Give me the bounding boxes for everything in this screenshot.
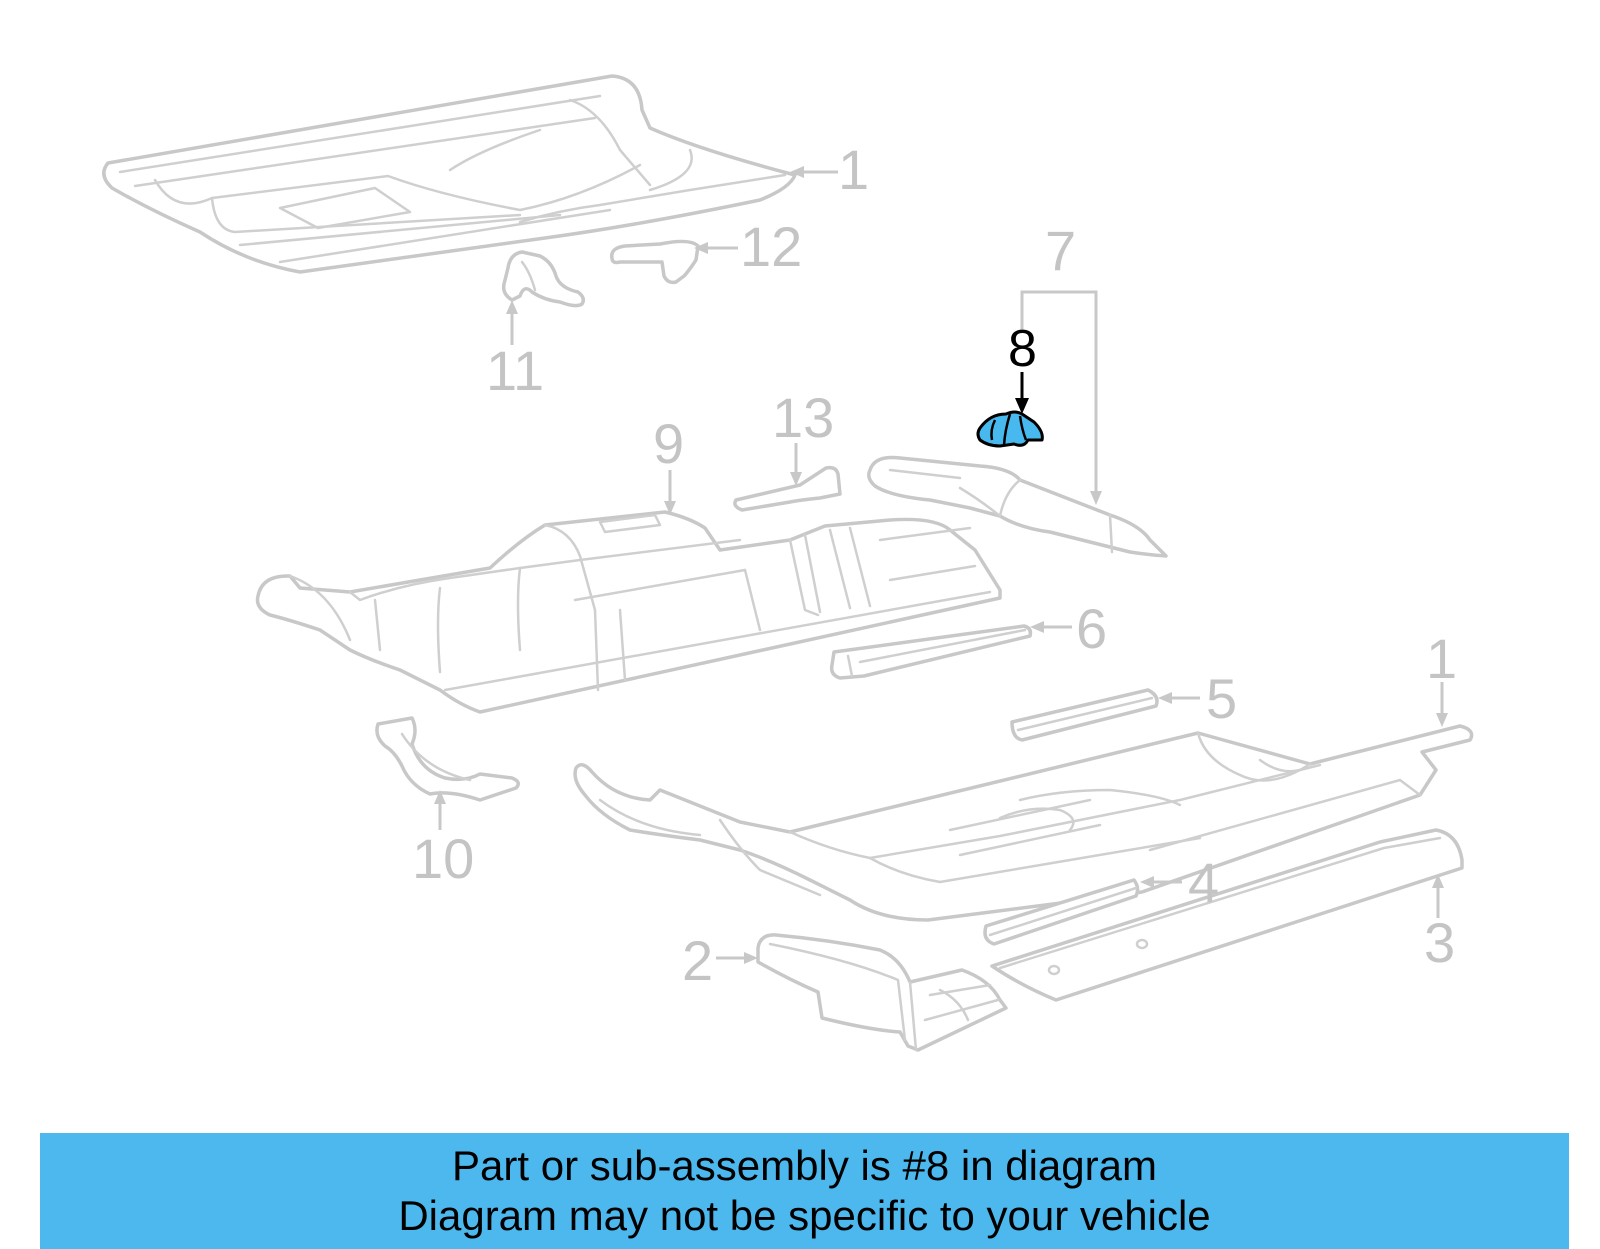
part-13-bracket <box>733 465 842 512</box>
part-4-sill <box>983 878 1140 946</box>
callout-3: 3 <box>1424 911 1455 974</box>
callout-12: 12 <box>740 215 802 278</box>
callout-1-top: 1 <box>838 138 869 201</box>
callout-labels: 1 12 11 7 8 13 9 6 1 5 10 4 2 3 <box>412 138 1457 992</box>
callout-13: 13 <box>772 386 834 449</box>
part-1-floor-pan-bottom <box>573 724 1474 922</box>
part-8-highlighted <box>976 410 1044 448</box>
callout-8: 8 <box>1008 320 1037 378</box>
callout-11: 11 <box>486 339 544 402</box>
part-3-rocker <box>990 828 1464 1002</box>
part-7-rail <box>867 455 1168 558</box>
callout-2: 2 <box>682 929 713 992</box>
callout-1-bottom: 1 <box>1426 627 1457 690</box>
callout-4: 4 <box>1188 851 1219 914</box>
info-banner: Part or sub-assembly is #8 in diagram Di… <box>40 1133 1569 1249</box>
part-9-floor-pan-center <box>255 510 1002 714</box>
banner-line-disclaimer: Diagram may not be specific to your vehi… <box>398 1192 1211 1239</box>
callout-5: 5 <box>1206 667 1237 730</box>
callout-10: 10 <box>412 827 474 890</box>
banner-line-part-number: Part or sub-assembly is #8 in diagram <box>452 1142 1157 1189</box>
part-5-crossmember <box>1010 688 1159 742</box>
part-11-bracket <box>501 250 586 308</box>
part-2-bracket <box>756 933 1008 1052</box>
part-6-crossmember <box>829 624 1033 680</box>
part-1-floor-pan-top <box>102 74 797 274</box>
part-12-bracket <box>610 239 700 285</box>
callout-7: 7 <box>1045 219 1076 282</box>
callout-9: 9 <box>653 412 684 475</box>
callout-6: 6 <box>1076 597 1107 660</box>
leaders <box>434 166 1448 964</box>
part-10-bracket <box>375 716 520 802</box>
